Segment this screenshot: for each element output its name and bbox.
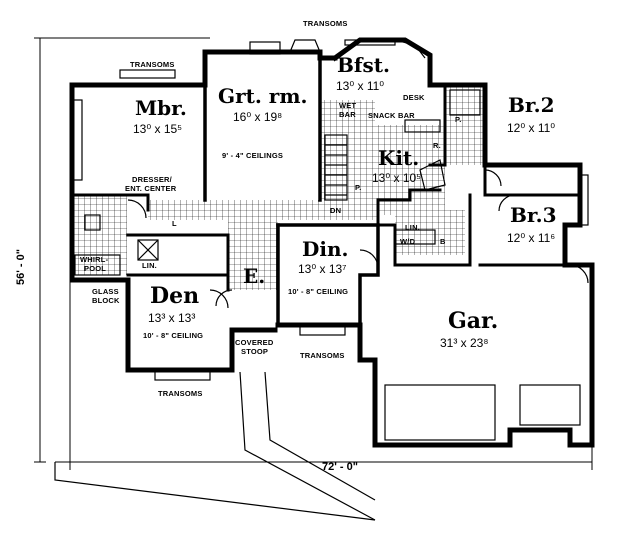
room-name-den: Den <box>150 283 199 309</box>
note-p-kitchen: P. <box>355 183 362 192</box>
garage-fixtures <box>54 371 581 521</box>
room-name-kitchen: Kit. <box>378 146 419 170</box>
note-dining-ceiling: 10' - 8" CEILING <box>288 287 348 296</box>
room-name-breakfast: Bfst. <box>337 53 390 77</box>
room-size-bedroom-2: 12⁰ x 11⁰ <box>507 121 555 135</box>
room-name-master-bedroom: Mbr. <box>135 96 187 120</box>
room-name-great-room: Grt. rm. <box>218 84 307 108</box>
note-l: L <box>172 219 177 228</box>
note-transoms-top: TRANSOMS <box>303 19 348 28</box>
room-size-great-room: 16⁰ x 19⁸ <box>233 110 282 124</box>
note-r: R. <box>433 141 441 150</box>
interior-walls <box>70 56 582 327</box>
note-wd: W/D <box>400 237 416 246</box>
room-name-bedroom-3: Br.3 <box>510 203 556 227</box>
stairs <box>324 134 348 201</box>
note-great-room-ceiling: 9' - 4" CEILINGS <box>222 151 283 160</box>
room-size-breakfast: 13⁰ x 11⁰ <box>336 79 384 93</box>
note-transoms-den: TRANSOMS <box>158 389 203 398</box>
note-p-bath: P. <box>455 115 462 124</box>
doors <box>127 169 589 309</box>
note-lin-den: LIN. <box>142 261 157 270</box>
room-name-bedroom-2: Br.2 <box>508 93 554 117</box>
note-den-ceiling: 10' - 8" CEILING <box>143 331 203 340</box>
room-size-bedroom-3: 12⁰ x 11⁶ <box>507 231 555 245</box>
room-name-dining: Din. <box>302 237 348 261</box>
note-lin-hall: LIN. <box>405 223 420 232</box>
note-transoms-dining: TRANSOMS <box>300 351 345 360</box>
dimension-depth: 56' - 0" <box>15 249 27 285</box>
note-dn: DN <box>330 206 341 215</box>
room-size-kitchen: 13⁰ x 10⁵ <box>372 171 421 185</box>
note-whirlpool: WHIRL-POOL <box>80 255 109 273</box>
room-name-garage: Gar. <box>448 308 498 334</box>
note-b: B <box>440 237 446 246</box>
room-size-dining: 13⁰ x 13⁷ <box>298 262 347 276</box>
note-dresser: DRESSER/ENT. CENTER <box>125 175 177 193</box>
dimension-width: 72' - 0" <box>322 461 358 473</box>
room-name-entry: E. <box>243 264 265 288</box>
room-size-garage: 31³ x 23⁸ <box>440 336 488 350</box>
room-size-master-bedroom: 13⁰ x 15⁵ <box>133 122 182 136</box>
note-transoms-master: TRANSOMS <box>130 60 175 69</box>
windows <box>71 39 589 381</box>
note-snack-bar: SNACK BAR <box>368 111 415 120</box>
note-desk: DESK <box>403 93 425 102</box>
room-size-den: 13³ x 13³ <box>148 311 195 325</box>
fixtures <box>74 89 481 276</box>
